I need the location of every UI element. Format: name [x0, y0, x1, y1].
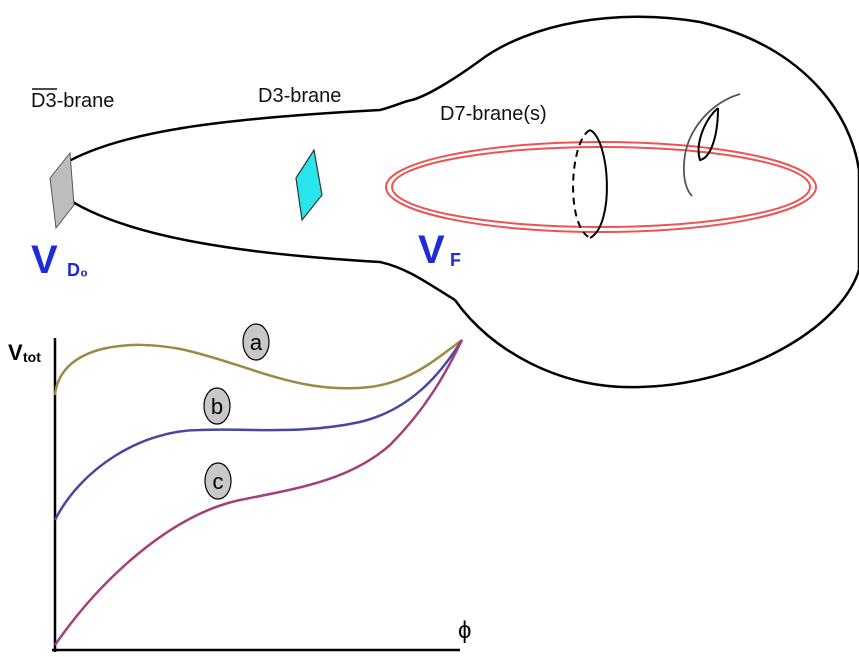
- d3-brane: [295, 148, 323, 222]
- d7-brane-ring: [385, 141, 817, 233]
- plot-x-label: ϕ: [458, 617, 471, 644]
- svg-text:c: c: [213, 469, 224, 494]
- svg-text:V: V: [418, 228, 445, 272]
- curve-b-label: b: [203, 387, 231, 425]
- bulk-boundary: [411, 15, 859, 389]
- svg-text:tot: tot: [23, 349, 41, 365]
- curve-c: [53, 339, 464, 646]
- d3-brane-label: D3-brane: [258, 85, 341, 107]
- d7-ring-outer: [385, 141, 817, 233]
- svg-text:F: F: [450, 250, 461, 270]
- vd0-label: V D₀: [31, 238, 88, 282]
- curve-c-label: c: [204, 462, 232, 500]
- svg-text:V: V: [31, 238, 58, 282]
- plot-y-label: V tot: [8, 340, 41, 365]
- curve-b: [53, 339, 464, 521]
- svg-text:a: a: [250, 330, 263, 355]
- svg-text:D₀: D₀: [67, 260, 88, 280]
- throat-cross-section-cycle: [572, 129, 608, 239]
- throat-lower-wall: [61, 193, 456, 302]
- d7-brane-label: D7-brane(s): [440, 103, 547, 125]
- anti-d3-brane: [49, 151, 75, 230]
- svg-text:b: b: [211, 394, 223, 419]
- curve-a: [53, 338, 463, 396]
- vf-label: V F: [418, 228, 461, 272]
- curve-a-label: a: [242, 323, 270, 361]
- bulk-cycle: [682, 93, 741, 197]
- svg-text:V: V: [8, 340, 23, 365]
- anti-d3-brane-label: D3-brane: [31, 90, 114, 112]
- d7-ring-inner: [391, 146, 811, 228]
- throat-upper-wall: [61, 98, 413, 167]
